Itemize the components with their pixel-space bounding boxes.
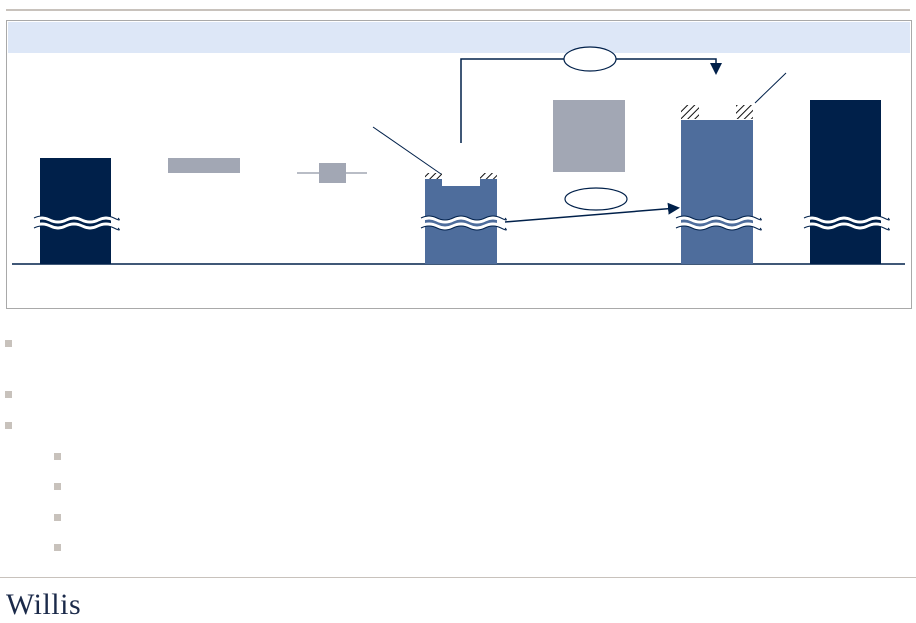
bar-6-hatch-right xyxy=(736,105,753,119)
callout-oval-middle xyxy=(564,187,628,211)
leader-line-bar-6 xyxy=(754,72,787,104)
bar-5 xyxy=(553,100,625,172)
company-logo: Willis xyxy=(6,588,82,621)
bar-4 xyxy=(425,179,497,264)
diagonal-arrow xyxy=(504,202,680,223)
bar-4-hatch-right xyxy=(480,173,497,179)
bar-3 xyxy=(319,163,346,183)
bar-4-hatch-left xyxy=(425,173,442,179)
bar-6-hatch-left xyxy=(681,105,699,119)
callout-oval-top xyxy=(563,46,617,72)
panel-header-band xyxy=(8,22,910,53)
bar-2 xyxy=(168,158,240,173)
bar-1 xyxy=(40,158,111,264)
top-divider xyxy=(6,9,910,11)
leader-line-bar-4 xyxy=(372,126,442,175)
axis-break-outline xyxy=(33,215,890,231)
bar-7 xyxy=(810,100,881,264)
bar-6 xyxy=(681,120,753,264)
axis-break-marks xyxy=(33,216,891,230)
footer-divider xyxy=(0,577,916,578)
